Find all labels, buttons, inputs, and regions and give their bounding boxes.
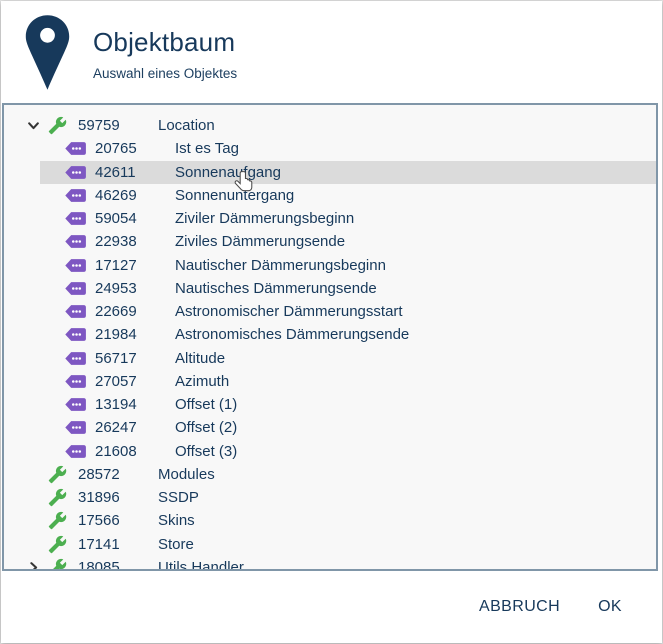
object-label: SSDP [158,489,199,507]
object-id: 59054 [95,210,137,228]
state-tag-icon [65,305,86,318]
chevron-right-icon [29,562,37,569]
object-id: 31896 [78,489,120,507]
object-label: Altitude [175,349,226,367]
tree-row[interactable]: 59054 Ziviler Dämmerungsbeginn [40,207,656,230]
object-id: 22938 [95,233,137,251]
object-id: 21984 [95,326,137,344]
object-label: Offset (1) [175,396,238,414]
expander-toggle[interactable] [24,558,42,569]
tree-row[interactable]: 17566 Skins [4,509,656,532]
state-tag-icon [65,142,86,156]
wrench-icon [48,535,67,553]
state-tag-icon [65,398,86,411]
tree-row[interactable]: 59759 Location [4,114,656,137]
tree-row[interactable]: 17127 Nautischer Dämmerungsbeginn [40,254,656,277]
object-label: Nautisches Dämmerungsende [175,279,377,297]
tree-row[interactable]: 46269 Sonnenuntergang [40,184,656,207]
dialog-footer: ABBRUCH OK [1,571,662,643]
ok-button[interactable]: OK [588,590,632,624]
state-tag-icon [65,212,86,225]
object-id: 22669 [95,303,137,321]
object-id: 17566 [78,512,120,530]
object-label: Ist es Tag [175,140,239,158]
object-label: Sonnenaufgang [175,163,281,181]
chevron-down-icon [27,122,39,130]
expander-toggle[interactable] [24,535,42,553]
tree-row[interactable]: 18085 Utils Handler [4,556,656,571]
wrench-icon [48,488,67,507]
object-label: Ziviles Dämmerungsende [175,233,346,251]
location-pin-icon [25,15,70,90]
expander-toggle[interactable] [24,117,42,135]
state-tag-icon [65,375,86,388]
dialog-header: Objektbaum Auswahl eines Objektes [1,1,662,103]
object-id: 56717 [95,349,137,367]
state-tag-icon [65,444,86,458]
object-label: Skins [158,512,195,530]
object-label: Store [158,535,194,553]
object-label: Utils Handler [158,558,244,571]
object-id: 13194 [95,396,137,414]
dialog-subtitle: Auswahl eines Objektes [93,66,238,81]
tree-row[interactable]: 22938 Ziviles Dämmerungsende [40,230,656,253]
state-tag-icon [65,421,86,435]
object-id: 46269 [95,186,137,204]
state-tag-icon [65,165,86,179]
object-label: Offset (3) [175,442,238,460]
tree-row[interactable]: 56717 Altitude [40,347,656,370]
tree-row[interactable]: 22669 Astronomischer Dämmerungsstart [40,300,656,323]
expander-toggle[interactable] [24,489,42,507]
tree-row[interactable]: 28572 Modules [4,463,656,486]
tree-row[interactable]: 26247 Offset (2) [40,416,656,439]
object-id: 20765 [95,140,137,158]
object-id: 21608 [95,442,137,460]
object-id: 42611 [95,163,136,181]
tree-row[interactable]: 20765 Ist es Tag [40,137,656,160]
tree-row[interactable]: 27057 Azimuth [40,370,656,393]
tree-row[interactable]: 21608 Offset (3) [40,440,656,463]
object-label: Astronomischer Dämmerungsstart [175,303,403,321]
object-id: 26247 [95,419,137,437]
object-id: 18085 [78,558,120,571]
object-label: Offset (2) [175,419,238,437]
cancel-button[interactable]: ABBRUCH [469,590,570,624]
object-id: 17141 [78,535,120,553]
expander-toggle[interactable] [24,512,42,530]
state-tag-icon [65,351,86,365]
object-id: 17127 [95,256,137,274]
object-id: 24953 [95,279,137,297]
state-tag-icon [65,328,86,342]
wrench-icon [48,116,67,135]
object-id: 27057 [95,372,137,390]
object-id: 59759 [78,117,120,135]
expander-toggle[interactable] [24,465,42,483]
tree-row[interactable]: 21984 Astronomisches Dämmerungsende [40,323,656,346]
tree-row[interactable]: 17141 Store [4,533,656,556]
object-label: Astronomisches Dämmerungsende [175,326,410,344]
object-label: Sonnenuntergang [175,186,295,204]
object-label: Azimuth [175,372,230,390]
wrench-icon [48,465,67,484]
tree-row[interactable]: 13194 Offset (1) [40,393,656,416]
wrench-icon [48,512,67,530]
tree-row[interactable]: 31896 SSDP [4,486,656,509]
state-tag-icon [65,235,86,249]
state-tag-icon [65,258,86,272]
object-id: 28572 [78,465,120,483]
wrench-icon [52,558,67,569]
state-tag-icon [65,282,86,295]
object-label: Ziviler Dämmerungsbeginn [175,210,355,228]
object-label: Nautischer Dämmerungsbeginn [175,256,386,274]
object-label: Location [158,117,215,135]
tree-row[interactable]: 24953 Nautisches Dämmerungsende [40,277,656,300]
object-tree[interactable]: 59759 Location 20765 Ist es Tag [2,103,658,571]
tree-row[interactable]: 42611 Sonnenaufgang [40,160,656,184]
state-tag-icon [65,189,86,202]
object-label: Modules [158,465,215,483]
dialog-title: Objektbaum [93,27,236,57]
